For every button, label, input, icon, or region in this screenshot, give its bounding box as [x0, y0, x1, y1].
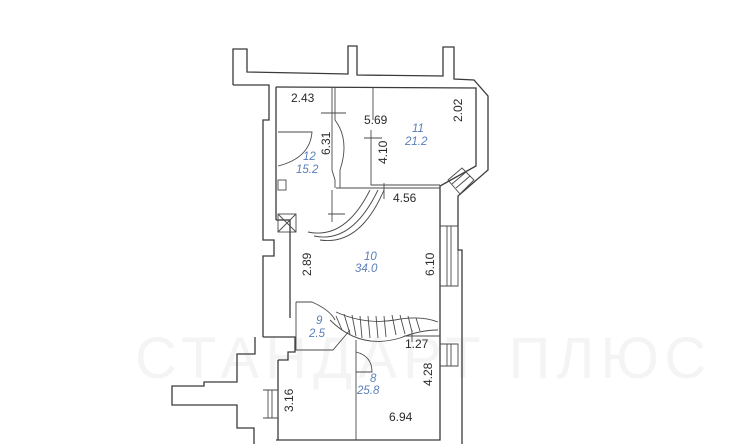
- dimension-6-94: 6.94: [389, 410, 413, 424]
- room-8-number: 8: [370, 373, 377, 385]
- dimension-3-16: 3.16: [282, 388, 296, 412]
- dimension-6-10: 6.10: [423, 252, 437, 276]
- dimension-4-56: 4.56: [393, 191, 417, 205]
- room-9-area: 2.5: [308, 328, 326, 340]
- dimension-2-89: 2.89: [300, 252, 314, 276]
- room-9-number: 9: [316, 315, 323, 327]
- dimension-2-02: 2.02: [451, 98, 465, 122]
- room-11-area: 21.2: [404, 136, 428, 148]
- partitions: [263, 87, 475, 440]
- dimension-labels: 2.43 5.69 2.02 6.31 4.10 4.56 6.10 2.89 …: [282, 91, 465, 424]
- dimension-6-31: 6.31: [319, 131, 333, 155]
- room-8-area: 25.8: [356, 385, 380, 397]
- dimension-2-43: 2.43: [291, 91, 315, 105]
- inner-walls: [263, 86, 477, 441]
- outer-walls: [171, 45, 489, 444]
- room-11-number: 11: [412, 123, 424, 135]
- room-10-number: 10: [364, 251, 377, 263]
- room-labels: 12 15.2 11 21.2 10 34.0 9 2.5 8 25.8: [296, 123, 428, 397]
- dimension-5-69: 5.69: [364, 113, 388, 127]
- room-12-area: 15.2: [296, 164, 319, 176]
- dimension-4-28: 4.28: [421, 362, 435, 386]
- dimension-1-27: 1.27: [405, 337, 429, 351]
- dimension-4-10: 4.10: [376, 140, 390, 164]
- watermark: СТАНДАРТ ПЛЮС: [135, 326, 712, 391]
- room-12-number: 12: [303, 151, 316, 163]
- room-10-area: 34.0: [355, 263, 378, 275]
